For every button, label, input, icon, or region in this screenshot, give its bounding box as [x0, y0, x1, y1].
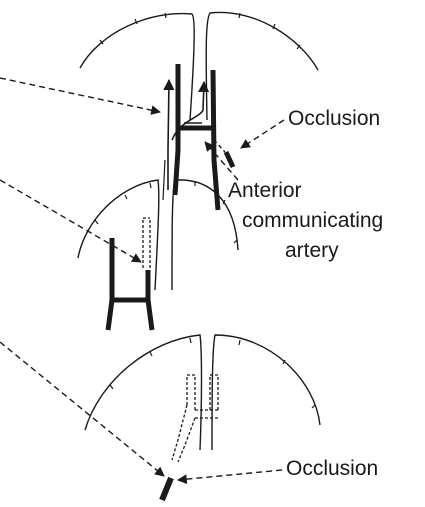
brain-outline-top-right [206, 12, 318, 120]
panel-bottom [85, 335, 320, 500]
occlusion-label-bottom: Occlusion [286, 457, 378, 481]
panel-middle [78, 180, 238, 330]
artery-label: artery [285, 239, 339, 263]
dashed-segment-middle [143, 218, 150, 268]
left-anterior-cerebral-artery-middle [108, 238, 112, 330]
occlusion-marker-bottom [162, 478, 171, 500]
occlusion-label-top: Occlusion [288, 107, 380, 131]
dashed-arteries-bottom [172, 375, 218, 462]
communicating-label: communicating [242, 209, 383, 233]
right-anterior-cerebral-artery-middle [148, 270, 152, 330]
right-anterior-cerebral-artery-top [213, 70, 218, 210]
flow-arrow-left [168, 80, 169, 190]
pointer-lines-top [0, 78, 284, 180]
occlusion-marker-top [226, 152, 233, 167]
brain-outline-bottom-left [85, 335, 202, 450]
pointer-lines-bottom [0, 342, 282, 480]
brain-outline-bottom-right [212, 335, 320, 450]
anterior-label: Anterior [228, 179, 302, 203]
pointer-lines-middle [0, 180, 141, 262]
